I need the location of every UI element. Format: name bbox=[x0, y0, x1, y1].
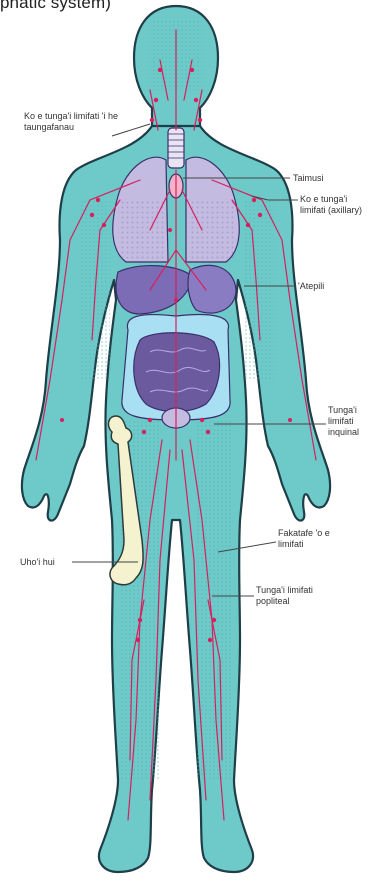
label-spleen: 'Atepili bbox=[298, 281, 368, 292]
label-inguinal-nodes: Tunga'i limifati inquinal bbox=[328, 405, 372, 438]
label-axillary-nodes: Ko e tunga'i limifati (axillary) bbox=[300, 194, 370, 216]
label-lymph-vessels: Fakatafe 'o e limifati bbox=[278, 528, 338, 550]
label-popliteal-nodes: Tunga'i limifati popliteal bbox=[256, 585, 320, 607]
diagram-title: phatic system) bbox=[0, 0, 111, 13]
label-bone-marrow: Uho'i hui bbox=[20, 557, 74, 568]
stomach bbox=[188, 265, 236, 313]
label-cervical-nodes: Ko e tunga'i limifati 'i he taungafanau bbox=[24, 111, 132, 133]
label-thymus: Taimusi bbox=[293, 173, 369, 184]
